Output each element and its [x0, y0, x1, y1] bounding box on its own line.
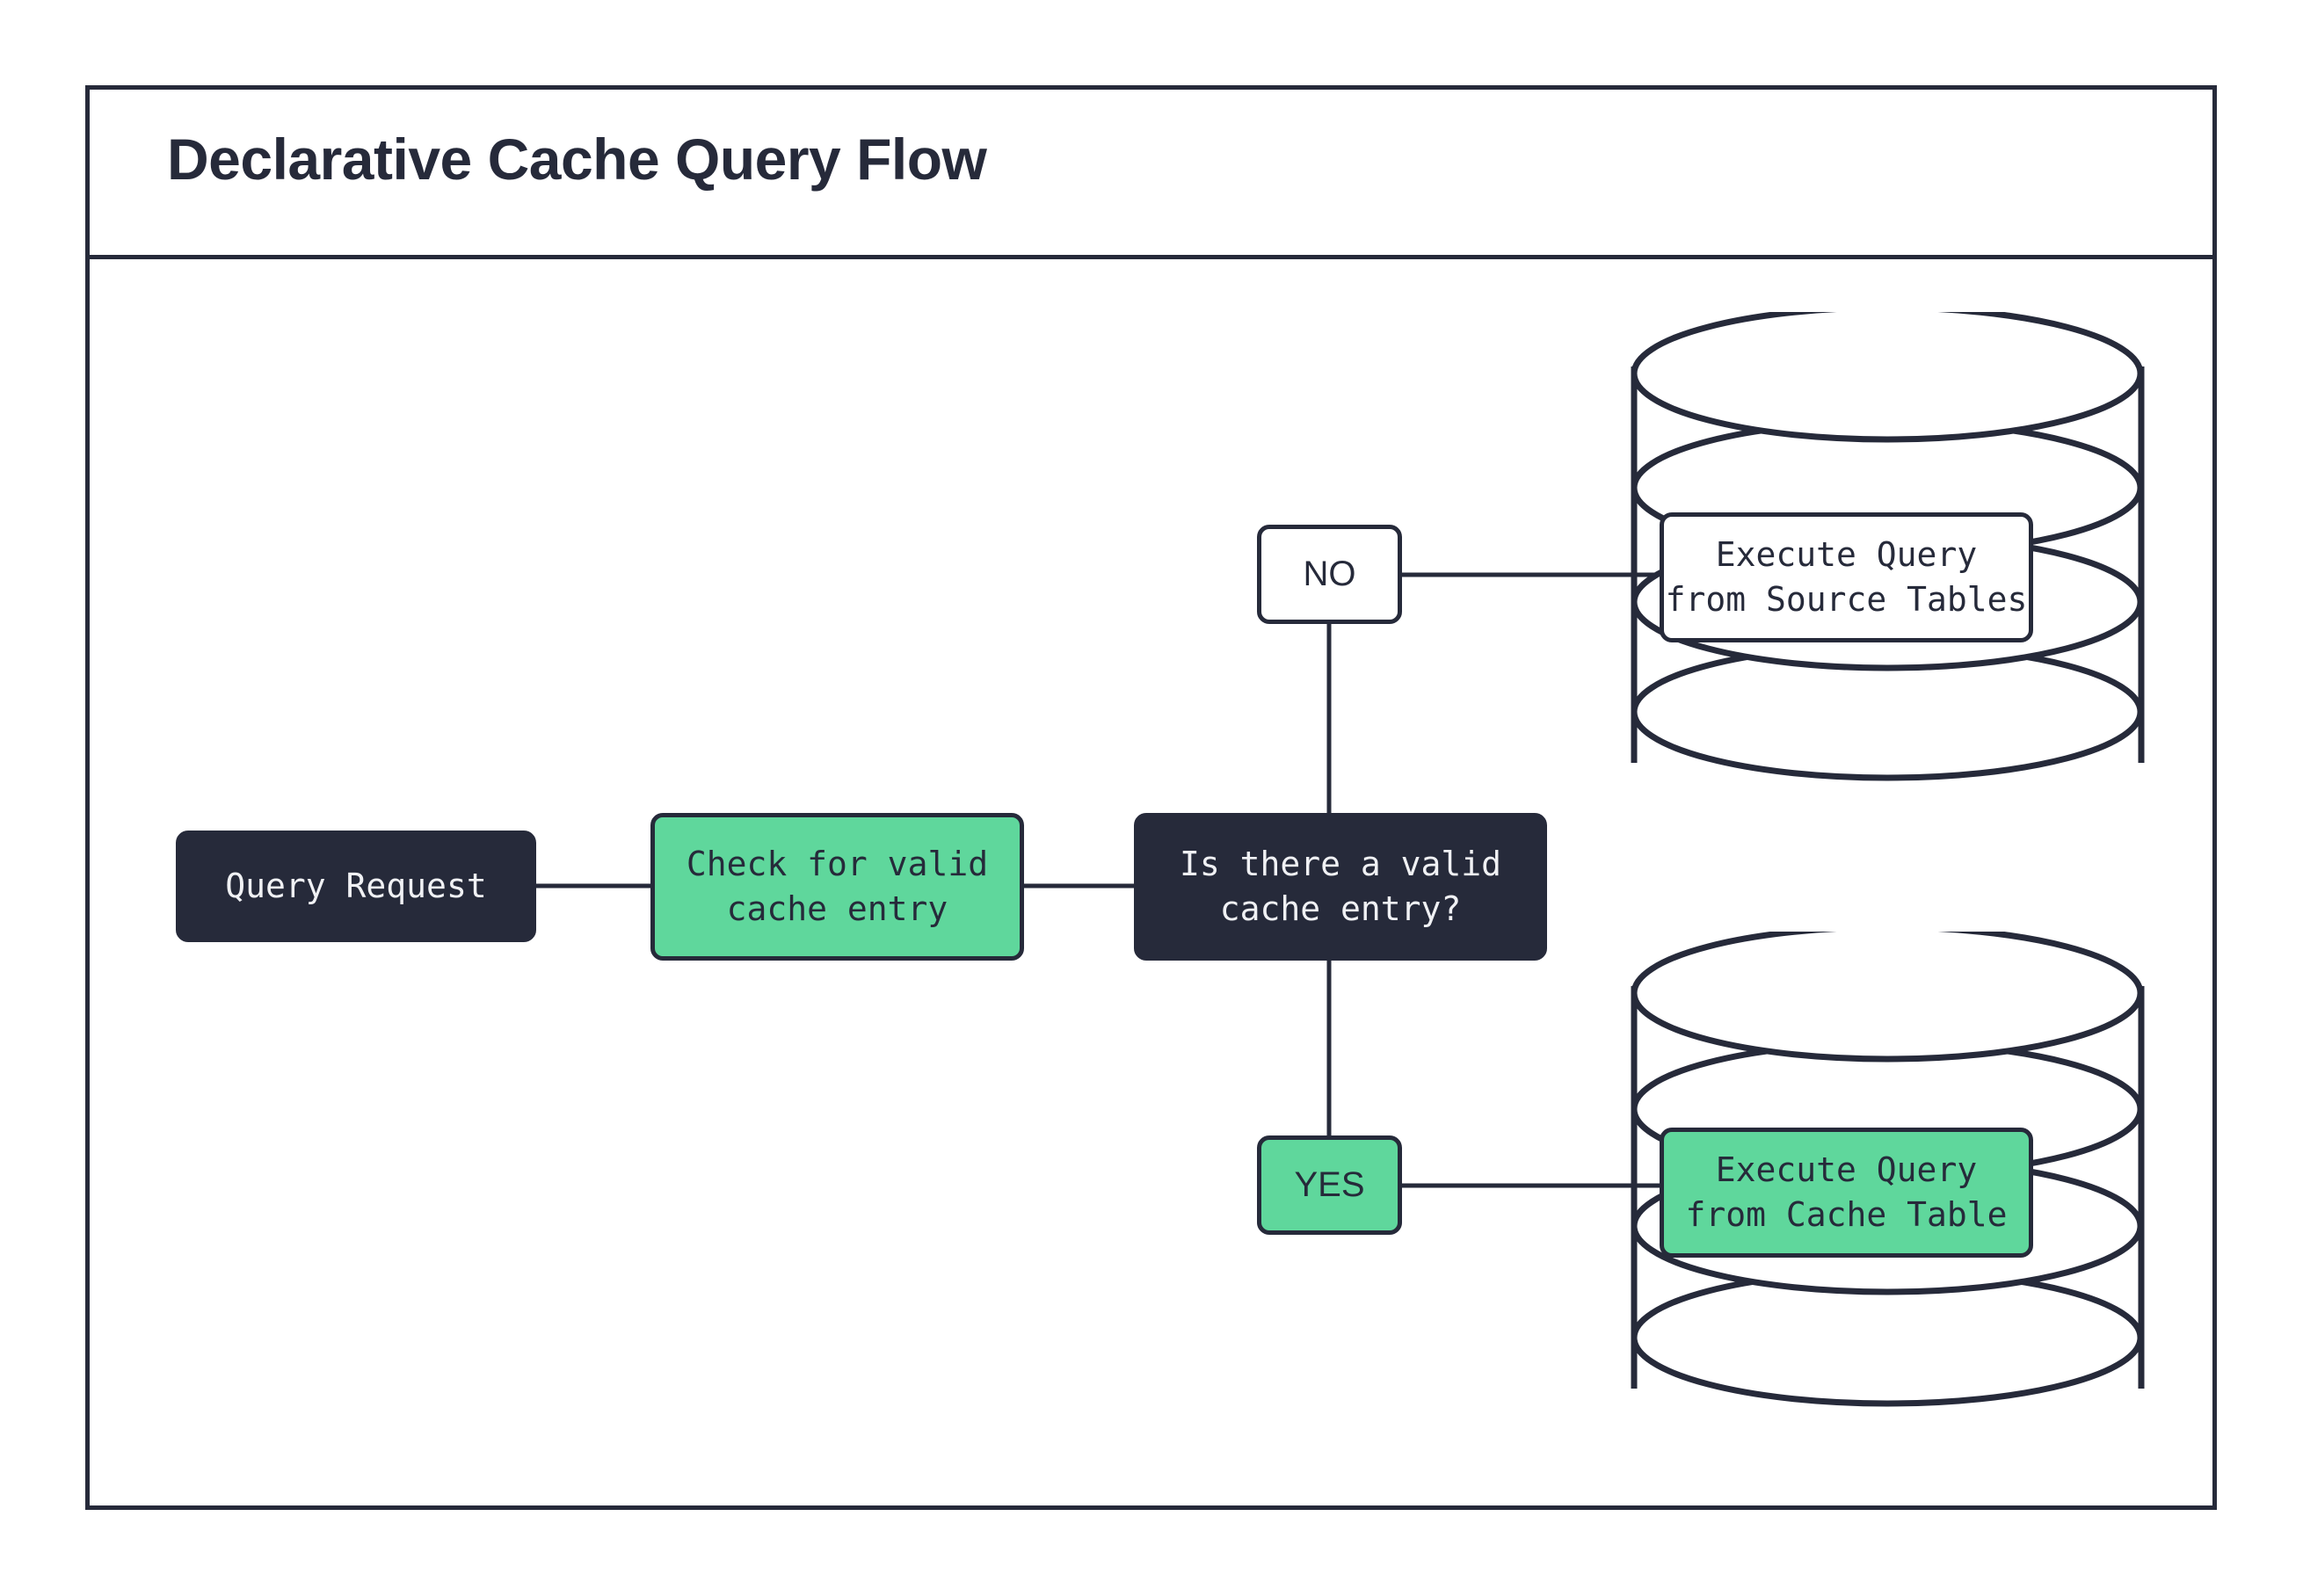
cylinder-label-source-tables[interactable]: Execute Query from Source Tables: [1660, 512, 2033, 642]
node-decision-valid-cache-entry[interactable]: Is there a valid cache entry?: [1134, 813, 1547, 961]
branch-label-yes[interactable]: YES: [1257, 1135, 1402, 1235]
node-query-request[interactable]: Query Request: [176, 831, 536, 942]
node-check-for-valid-cache-entry[interactable]: Check for valid cache entry: [650, 813, 1024, 961]
page-title: Declarative Cache Query Flow: [167, 127, 987, 192]
cylinder-label-cache-table[interactable]: Execute Query from Cache Table: [1660, 1128, 2033, 1258]
diagram-title-bar: [85, 85, 2217, 259]
branch-label-no[interactable]: NO: [1257, 525, 1402, 624]
